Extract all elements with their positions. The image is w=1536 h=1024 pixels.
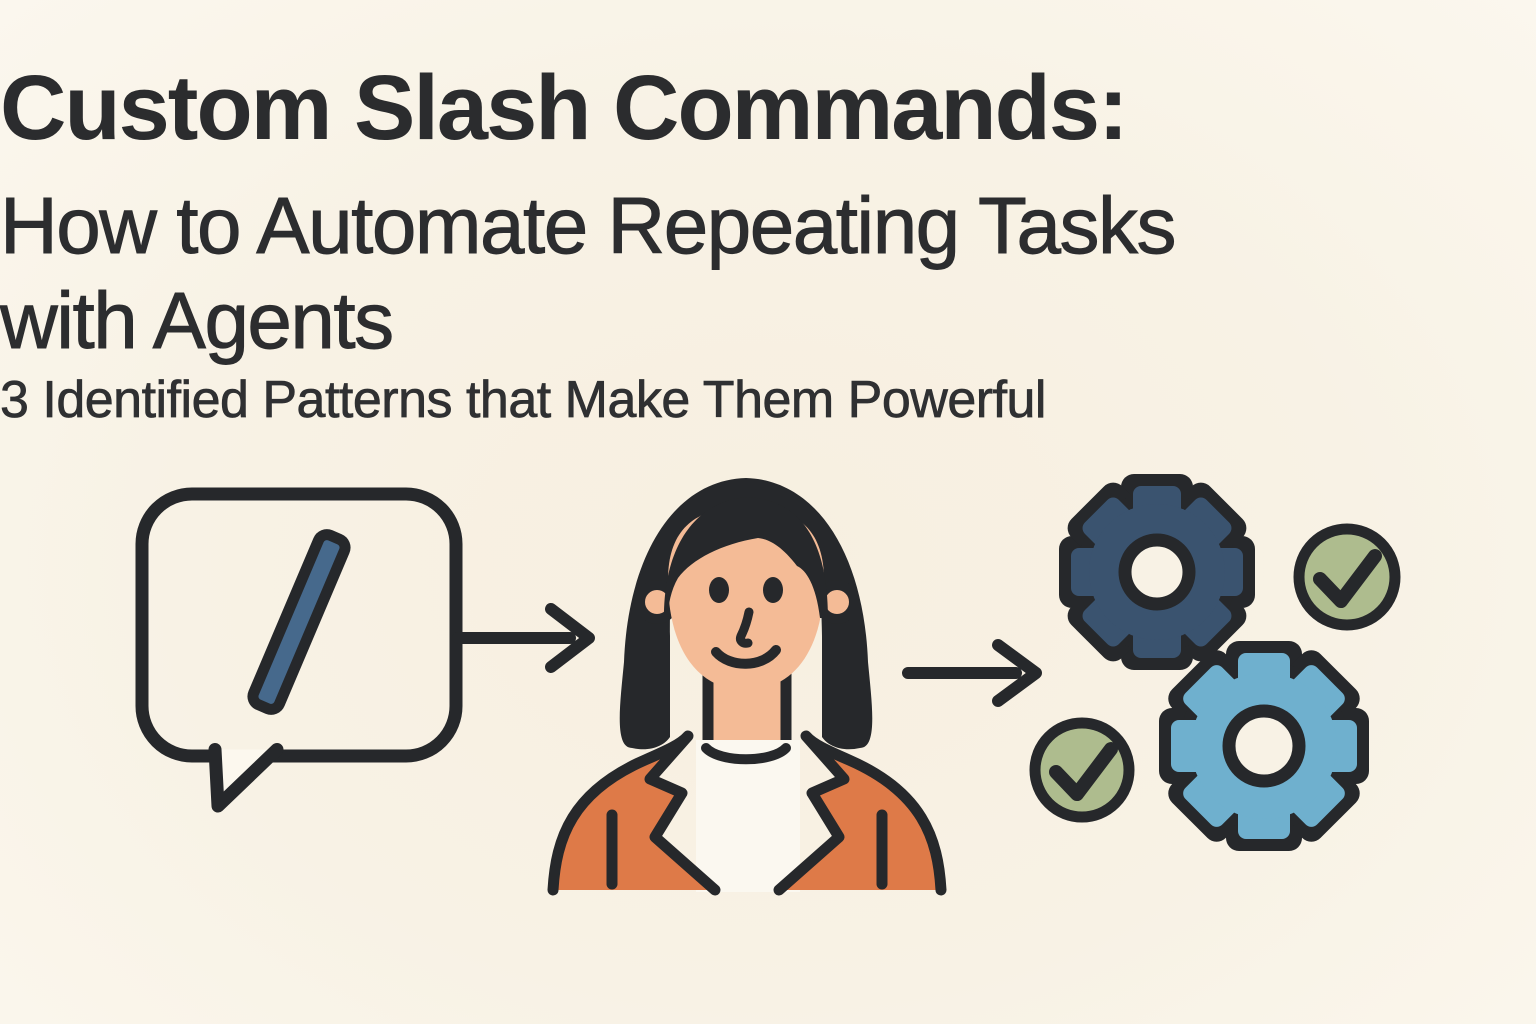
arrow-right-icon: [902, 639, 1042, 707]
gear-dark-icon: [1059, 474, 1255, 670]
person-eyes: [709, 577, 783, 603]
check-circle-bg: [1029, 717, 1135, 823]
checkmark: [1049, 742, 1118, 801]
person-mouth: [711, 645, 781, 669]
subtitle: How to Automate Repeating Tasks with Age…: [0, 178, 1536, 368]
subtitle-line-1: How to Automate Repeating Tasks: [0, 181, 1177, 271]
speech-bubble-icon: [135, 487, 463, 813]
check-circle-icon: [1293, 523, 1401, 631]
slash-icon: [247, 529, 351, 715]
speech-bubble-body: [135, 487, 463, 763]
speech-bubble-tail: [208, 743, 284, 813]
gear-dark-hole: [1118, 533, 1196, 611]
gear-light-icon: [1159, 641, 1369, 851]
gear-light-hole: [1222, 704, 1306, 788]
check-circle-icon: [1029, 717, 1135, 823]
person-agent-icon: [547, 478, 947, 896]
jacket-seams: [606, 809, 888, 890]
person-jacket: [547, 730, 947, 896]
person-shirt: [696, 740, 800, 892]
tagline: 3 Identified Patterns that Make Them Pow…: [0, 371, 1047, 429]
person-fringe: [664, 497, 828, 618]
page-title: Custom Slash Commands:: [0, 57, 1129, 159]
person-collar-line: [701, 743, 791, 765]
person-nose: [736, 607, 754, 648]
arrow-right-icon: [452, 603, 595, 673]
subtitle-line-2: with Agents: [0, 276, 395, 366]
checkmark: [1313, 549, 1382, 608]
